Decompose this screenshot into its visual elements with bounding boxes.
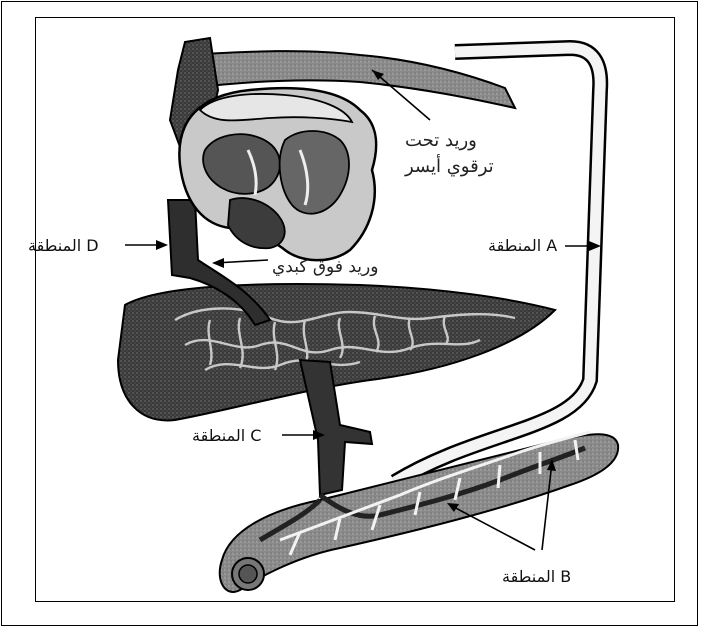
label-region-d: المنطقة D [28, 236, 99, 255]
label-subclavian-line1: وريد تحت [405, 130, 477, 151]
label-region-c: المنطقة C [192, 426, 261, 445]
label-hepatic-vein: وريد فوق كبدي [272, 257, 378, 277]
heart [179, 88, 376, 260]
label-region-b: المنطقة B [502, 567, 571, 586]
label-region-a: المنطقة A [488, 236, 557, 255]
label-subclavian-line2: ترقوي أيسر [404, 154, 494, 177]
arrow-region-b-1 [450, 505, 535, 550]
lymphatic-duct [395, 48, 600, 482]
